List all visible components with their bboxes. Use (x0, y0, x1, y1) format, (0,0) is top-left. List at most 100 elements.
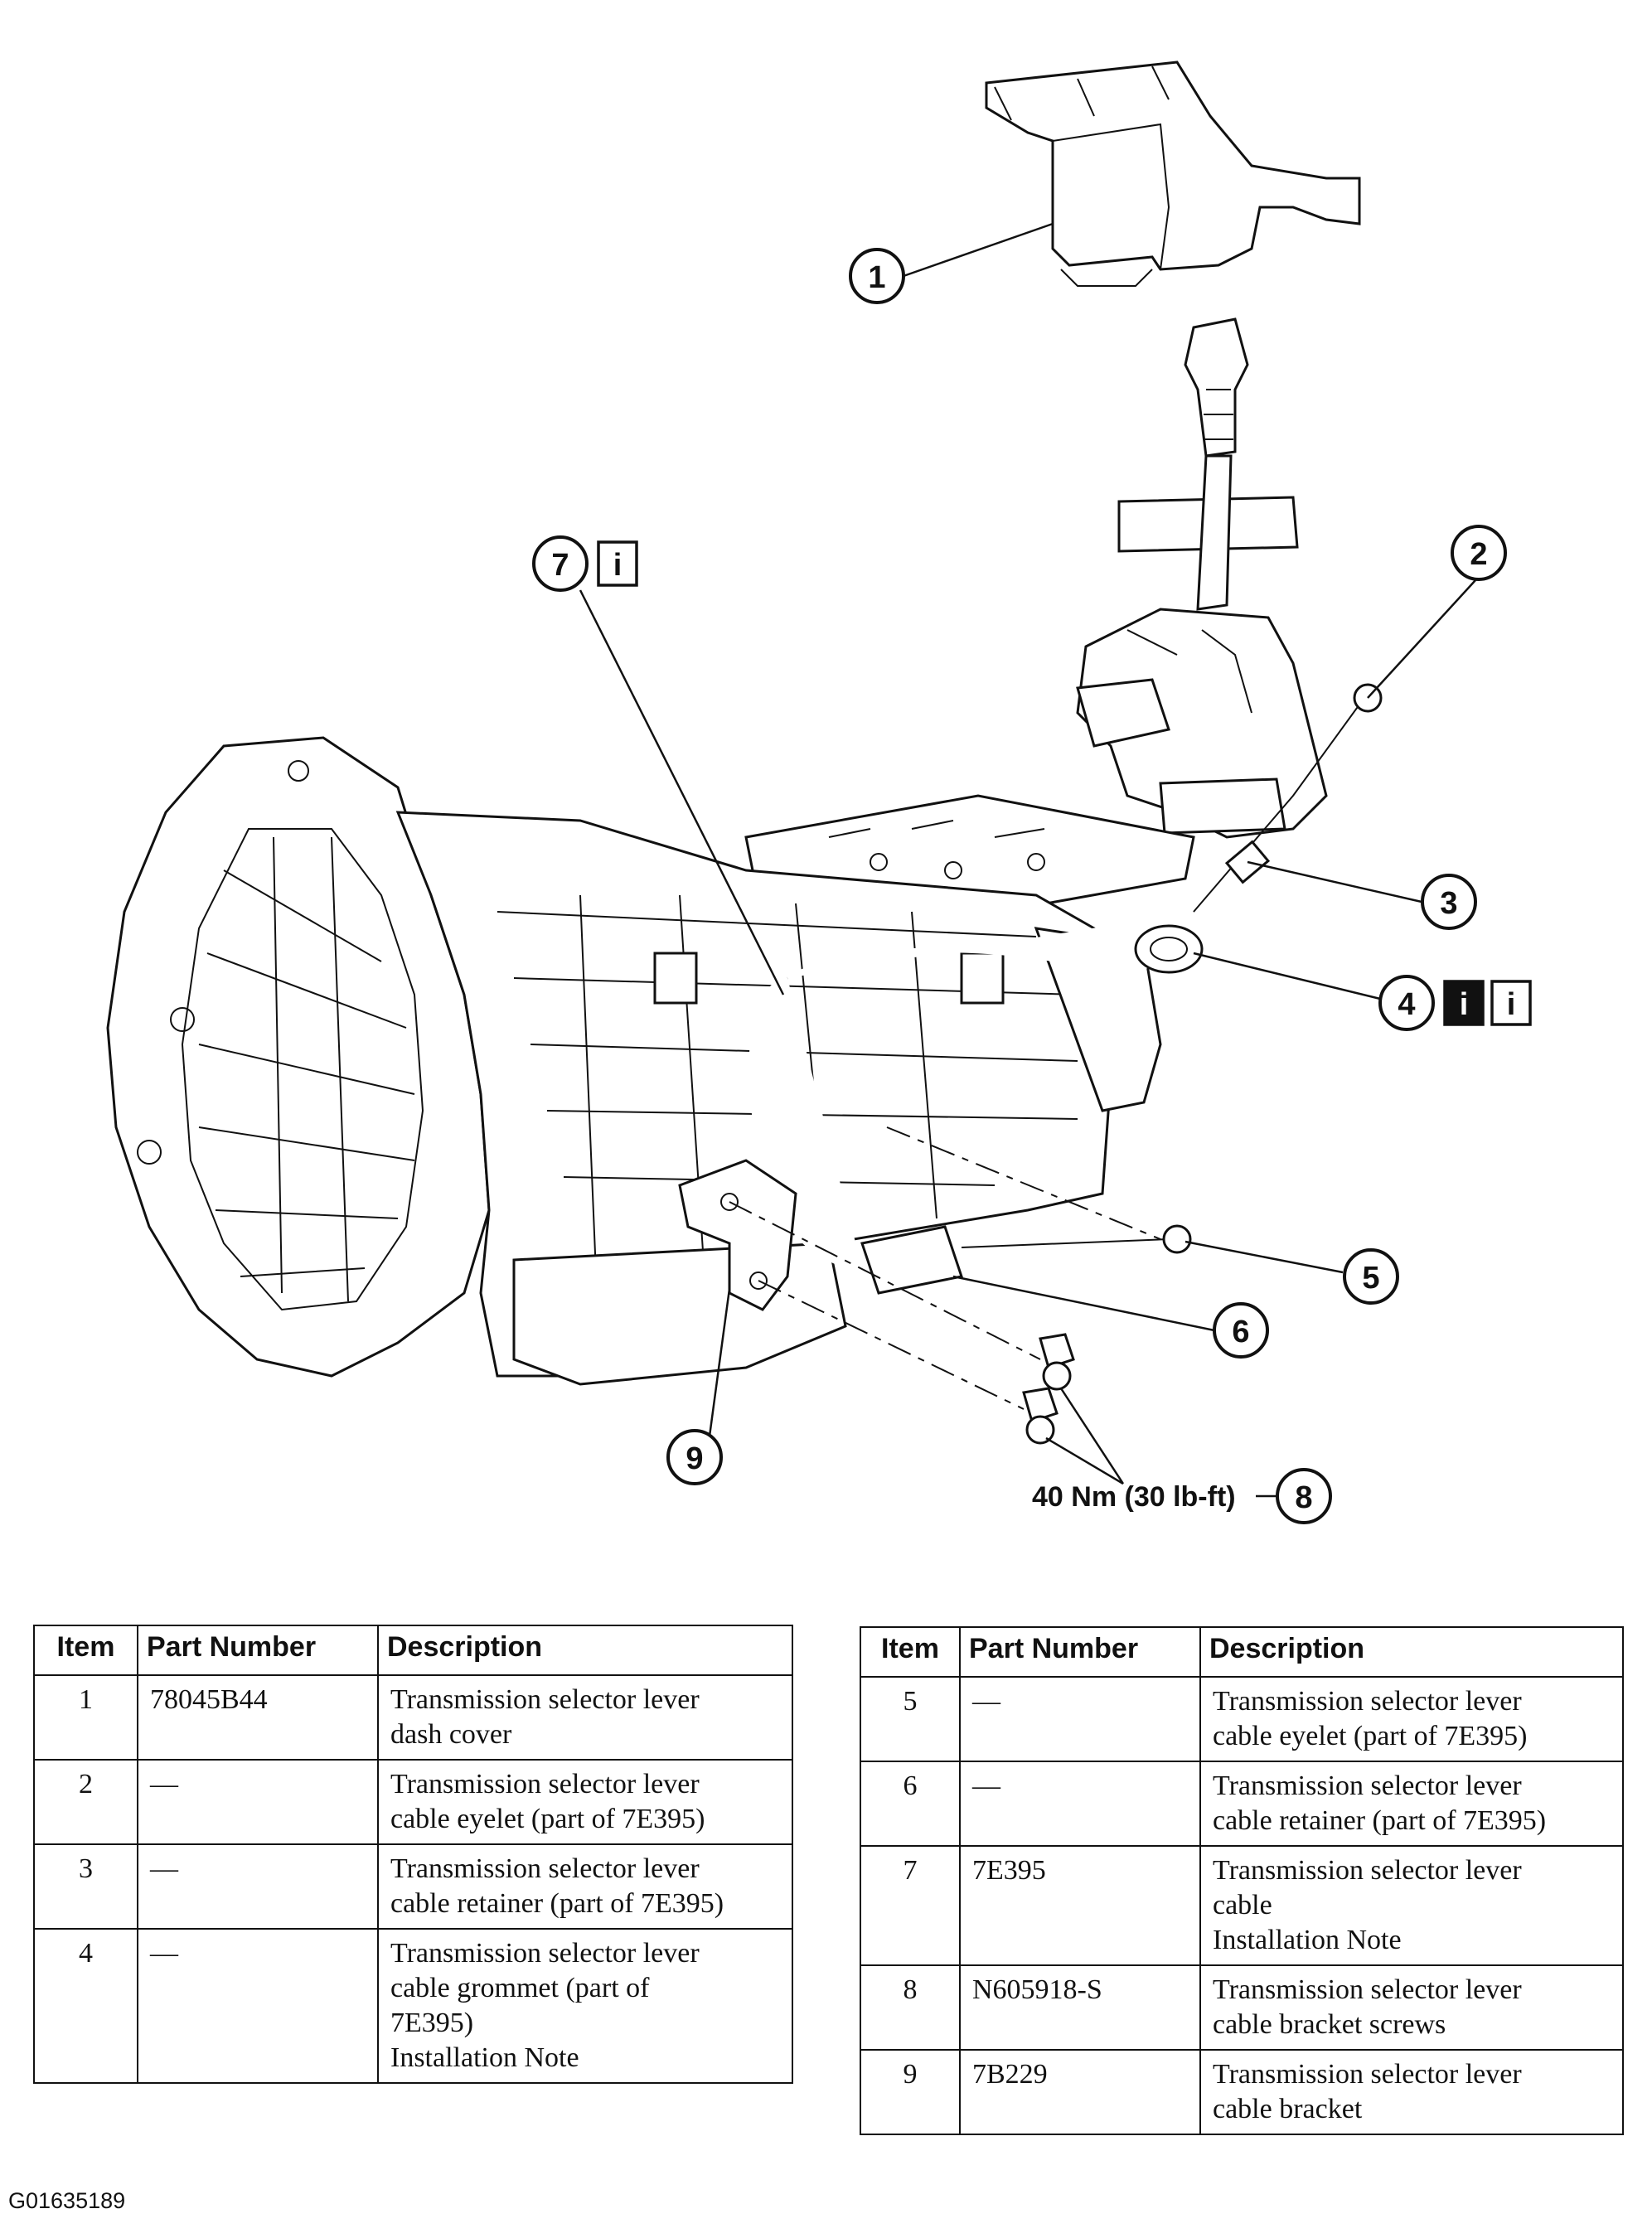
info-outline-icon (597, 540, 638, 587)
callout-number: 2 (1470, 537, 1487, 572)
table-row: 5 — Transmission selector lever cable ey… (860, 1676, 1624, 1762)
description-line: cable retainer (part of 7E395) (1213, 1805, 1547, 1836)
installation-note-link[interactable]: Installation Note (1213, 1925, 1402, 1955)
description-line: Transmission selector lever (1213, 1686, 1522, 1717)
callout-6: 6 (1213, 1302, 1269, 1359)
leader-lines (579, 222, 1476, 1498)
description-line: cable bracket (1213, 2094, 1363, 2124)
header-item: Item (33, 1625, 138, 1676)
description-line: Transmission selector lever (390, 1769, 700, 1799)
part-number-cell: — (137, 1843, 379, 1930)
callout-4-info-icons: i i (1443, 980, 1532, 1026)
description-line: dash cover (390, 1719, 512, 1750)
parts-table-left: Item Part Number Description 1 78045B44 … (33, 1625, 793, 2084)
item-cell: 2 (33, 1759, 138, 1845)
item-cell: 8 (860, 1964, 961, 2051)
item-cell: 5 (860, 1676, 961, 1762)
header-part-number: Part Number (137, 1625, 379, 1676)
description-line: Transmission selector lever (390, 1938, 700, 1969)
description-line: Transmission selector lever (390, 1684, 700, 1715)
description-cell: Transmission selector lever cable Instal… (1199, 1845, 1624, 1966)
info-filled-glyph: i (1460, 987, 1469, 1022)
callout-number: 1 (868, 260, 885, 295)
parts-table-right: Item Part Number Description 5 — Transmi… (860, 1626, 1624, 2135)
description-line: cable eyelet (part of 7E395) (390, 1804, 705, 1834)
description-line: Transmission selector lever (1213, 1855, 1522, 1886)
callout-number: 9 (686, 1441, 703, 1476)
description-line: Transmission selector lever (1213, 1770, 1522, 1801)
table-row: 9 7B229 Transmission selector lever cabl… (860, 2049, 1624, 2135)
info-filled-icon (1443, 980, 1485, 1026)
table-row: 8 N605918-S Transmission selector lever … (860, 1964, 1624, 2051)
info-outline-glyph: i (613, 548, 623, 583)
description-cell: Transmission selector lever cable retain… (377, 1843, 793, 1930)
callout-number: 3 (1440, 886, 1457, 921)
item-cell: 3 (33, 1843, 138, 1930)
part-number-cell: 78045B44 (137, 1674, 379, 1761)
callout-5: 5 (1343, 1248, 1399, 1305)
description-cell: Transmission selector lever cable retain… (1199, 1761, 1624, 1847)
description-line: Transmission selector lever (1213, 1974, 1522, 2005)
description-line: cable eyelet (part of 7E395) (1213, 1721, 1528, 1751)
description-cell: Transmission selector lever cable bracke… (1199, 1964, 1624, 2051)
item-cell: 7 (860, 1845, 961, 1966)
table-row: 6 — Transmission selector lever cable re… (860, 1761, 1624, 1847)
description-line: cable grommet (part of (390, 1973, 650, 2003)
item-cell: 4 (33, 1928, 138, 2084)
table-row: 7 7E395 Transmission selector lever cabl… (860, 1845, 1624, 1966)
callout-3: 3 (1421, 874, 1477, 930)
cable-bracket-drawing (678, 1159, 797, 1311)
description-cell: Transmission selector lever cable eyelet… (377, 1759, 793, 1845)
header-item: Item (860, 1626, 961, 1678)
callout-number: 8 (1295, 1480, 1312, 1515)
callout-number: 7 (551, 548, 569, 583)
description-line: 7E395) (390, 2008, 474, 2038)
header-description: Description (377, 1625, 793, 1676)
table-row: 4 — Transmission selector lever cable gr… (33, 1928, 793, 2084)
dash-cover-drawing (985, 61, 1361, 287)
description-line: cable retainer (part of 7E395) (390, 1888, 724, 1919)
callout-7: 7 i (532, 535, 638, 592)
item-cell: 9 (860, 2049, 961, 2135)
info-outline-glyph: i (1507, 987, 1516, 1022)
description-line: Transmission selector lever (390, 1853, 700, 1884)
exploded-view-diagram: 1 2 3 4 i i 5 6 7 i 40 Nm (30 lb-ft) 8 9 (106, 61, 1532, 1524)
item-cell: 1 (33, 1674, 138, 1761)
bracket-screws-drawing (729, 1126, 1161, 1445)
shift-lever-drawing (1076, 317, 1328, 839)
part-number-cell: N605918-S (959, 1964, 1201, 2051)
table-row: 3 — Transmission selector lever cable re… (33, 1843, 793, 1930)
table-row: 1 78045B44 Transmission selector lever d… (33, 1674, 793, 1761)
figure-id: G01635189 (8, 2188, 126, 2213)
description-cell: Transmission selector lever cable bracke… (1199, 2049, 1624, 2135)
description-cell: Transmission selector lever cable eyelet… (1199, 1676, 1624, 1762)
table-header-row: Item Part Number Description (860, 1626, 1624, 1678)
part-number-cell: 7E395 (959, 1845, 1201, 1966)
header-description: Description (1199, 1626, 1624, 1678)
installation-note-link[interactable]: Installation Note (390, 2042, 579, 2073)
part-number-cell: — (959, 1761, 1201, 1847)
description-line: cable bracket screws (1213, 2009, 1446, 2040)
torque-spec: 40 Nm (30 lb-ft) (1032, 1481, 1236, 1513)
callout-number: 5 (1362, 1261, 1379, 1296)
part-number-cell: — (137, 1759, 379, 1845)
item-cell: 6 (860, 1761, 961, 1847)
callout-2: 2 (1451, 525, 1507, 581)
table-row: 2 — Transmission selector lever cable ey… (33, 1759, 793, 1845)
description-cell: Transmission selector lever dash cover (377, 1674, 793, 1761)
part-number-cell: 7B229 (959, 2049, 1201, 2135)
description-cell: Transmission selector lever cable gromme… (377, 1928, 793, 2084)
part-number-cell: — (959, 1676, 1201, 1762)
description-line: cable (1213, 1890, 1272, 1921)
callout-1: 1 (849, 248, 905, 304)
callout-8: 40 Nm (30 lb-ft) 8 (1032, 1468, 1332, 1524)
description-line: Transmission selector lever (1213, 2059, 1522, 2090)
part-number-cell: — (137, 1928, 379, 2084)
info-outline-icon (1490, 980, 1532, 1026)
callout-9: 9 (666, 1429, 723, 1485)
callout-4: 4 (1378, 975, 1435, 1031)
header-part-number: Part Number (959, 1626, 1201, 1678)
table-header-row: Item Part Number Description (33, 1625, 793, 1676)
callout-number: 6 (1232, 1315, 1249, 1349)
callout-number: 4 (1398, 987, 1415, 1022)
